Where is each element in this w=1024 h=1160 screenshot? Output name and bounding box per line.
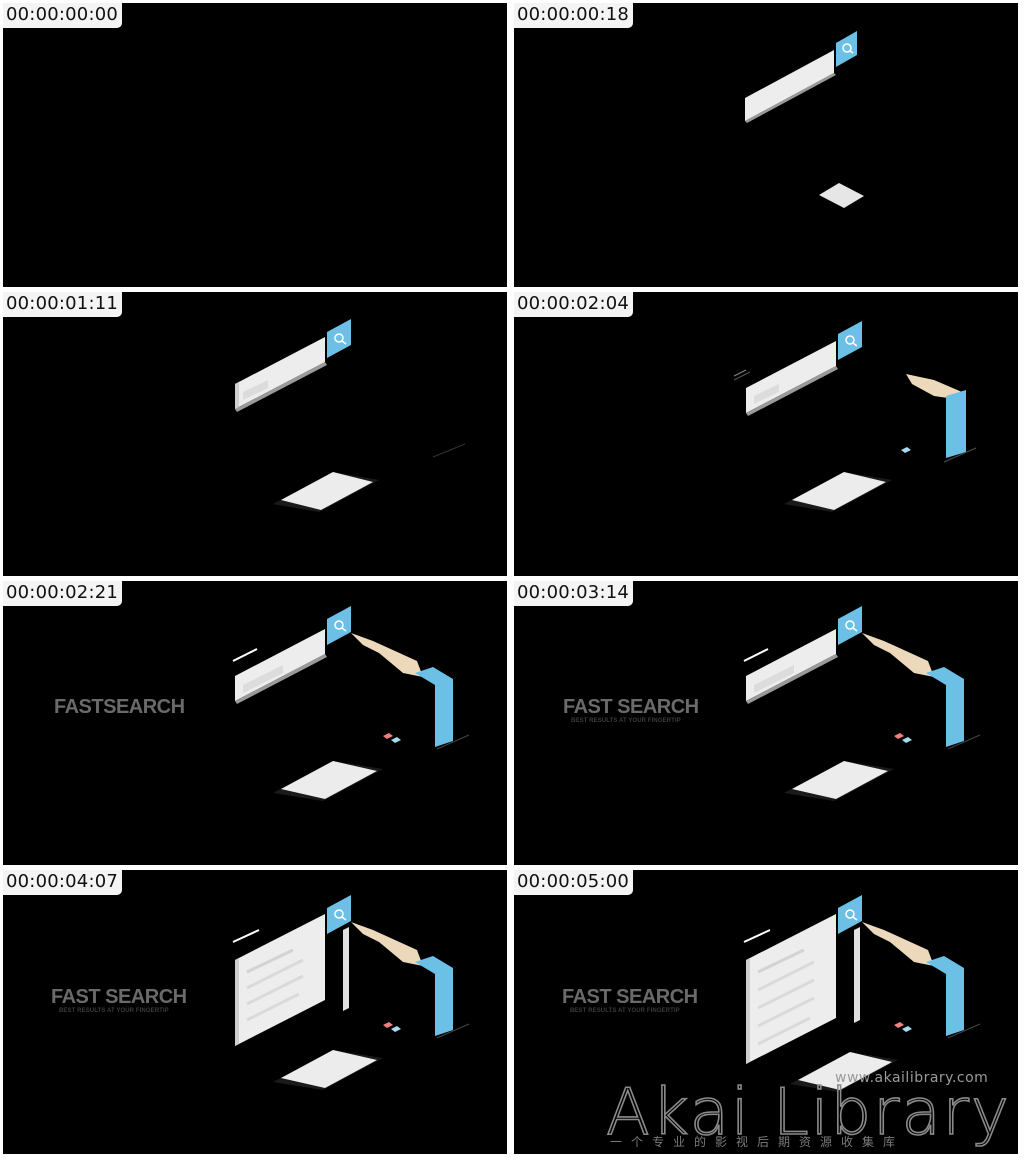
title-text: FAST SEARCH bbox=[563, 696, 699, 718]
search-button bbox=[838, 606, 862, 645]
hand-icon bbox=[351, 922, 423, 966]
keyboard bbox=[273, 761, 383, 801]
search-bar bbox=[746, 341, 838, 416]
frame-8: 00:00:05:00 FAST SEARCH BEST RESULTS AT … bbox=[514, 870, 1018, 1154]
frame-4: 00:00:02:04 bbox=[514, 292, 1018, 576]
hand-icon bbox=[351, 633, 423, 677]
arm bbox=[415, 667, 453, 747]
keyboard bbox=[819, 183, 864, 208]
frame-3: 00:00:01:11 bbox=[3, 292, 507, 576]
search-icon bbox=[842, 43, 854, 54]
hand-icon bbox=[862, 922, 934, 966]
search-button bbox=[836, 31, 857, 67]
watermark-logo-text: Akai Library bbox=[606, 1076, 1011, 1150]
frame-5: 00:00:02:21 FASTSEARCH bbox=[3, 581, 507, 865]
timestamp: 00:00:02:21 bbox=[3, 581, 123, 606]
results-panel bbox=[235, 914, 349, 1046]
search-button bbox=[327, 319, 351, 358]
arm bbox=[415, 956, 453, 1036]
keyboard bbox=[784, 761, 894, 801]
frame-6: 00:00:03:14 FAST SEARCH BEST RESULTS AT … bbox=[514, 581, 1018, 865]
results-panel bbox=[746, 914, 860, 1064]
scene-illustration bbox=[235, 319, 466, 512]
keyboard bbox=[273, 1050, 383, 1090]
keyboard bbox=[273, 472, 379, 512]
hand-icon bbox=[906, 374, 962, 400]
frame-7: 00:00:04:07 FAST SEARCH BEST RESULTS AT … bbox=[3, 870, 507, 1154]
timestamp: 00:00:05:00 bbox=[514, 870, 634, 895]
mouse bbox=[894, 1022, 912, 1032]
search-button bbox=[838, 321, 862, 360]
timestamp: 00:00:00:18 bbox=[514, 3, 634, 28]
title-text: FAST SEARCH bbox=[51, 986, 187, 1008]
watermark-url: www.akailibrary.com bbox=[835, 1070, 989, 1086]
timestamp: 00:00:02:04 bbox=[514, 292, 634, 317]
search-button bbox=[838, 895, 862, 934]
keyboard bbox=[784, 472, 892, 512]
mouse bbox=[383, 1022, 401, 1032]
search-icon bbox=[845, 909, 858, 921]
search-button bbox=[327, 606, 351, 645]
subtitle-text: BEST RESULTS AT YOUR FINGERTIP bbox=[571, 718, 681, 724]
search-bar bbox=[235, 337, 327, 412]
mouse bbox=[901, 447, 911, 453]
scene-illustration bbox=[733, 321, 977, 512]
search-bar bbox=[746, 629, 838, 704]
keyboard bbox=[790, 1052, 898, 1092]
scene-illustration bbox=[232, 606, 470, 801]
title-text: FAST SEARCH bbox=[562, 986, 698, 1008]
timestamp: 00:00:00:00 bbox=[3, 3, 123, 28]
watermark-logo: Akai Library bbox=[605, 1072, 1016, 1156]
scene-illustration bbox=[745, 31, 864, 208]
frame-1: 00:00:00:00 bbox=[3, 3, 507, 287]
title-text: FASTSEARCH bbox=[54, 696, 185, 718]
hand-icon bbox=[862, 633, 934, 677]
search-bar bbox=[745, 50, 836, 123]
timestamp: 00:00:03:14 bbox=[514, 581, 634, 606]
search-icon bbox=[845, 620, 858, 632]
subtitle-text: BEST RESULTS AT YOUR FINGERTIP bbox=[570, 1008, 680, 1014]
timestamp: 00:00:01:11 bbox=[3, 292, 123, 317]
mouse bbox=[894, 733, 912, 743]
frame-2: 00:00:00:18 bbox=[514, 3, 1018, 287]
arm bbox=[946, 390, 966, 458]
search-button bbox=[327, 895, 351, 934]
watermark-subtitle: 一个专业的影视后期资源收集库 bbox=[610, 1135, 905, 1149]
subtitle-text: BEST RESULTS AT YOUR FINGERTIP bbox=[59, 1008, 169, 1014]
search-icon bbox=[334, 620, 347, 632]
search-icon bbox=[334, 333, 347, 345]
search-icon bbox=[334, 909, 347, 921]
mouse bbox=[383, 733, 401, 743]
timestamp: 00:00:04:07 bbox=[3, 870, 123, 895]
scene-illustration bbox=[743, 606, 981, 801]
scene-illustration bbox=[232, 895, 470, 1090]
arm bbox=[926, 667, 964, 747]
arm bbox=[926, 956, 964, 1036]
search-icon bbox=[845, 335, 858, 347]
scene-illustration bbox=[743, 895, 981, 1092]
search-bar bbox=[235, 629, 327, 704]
